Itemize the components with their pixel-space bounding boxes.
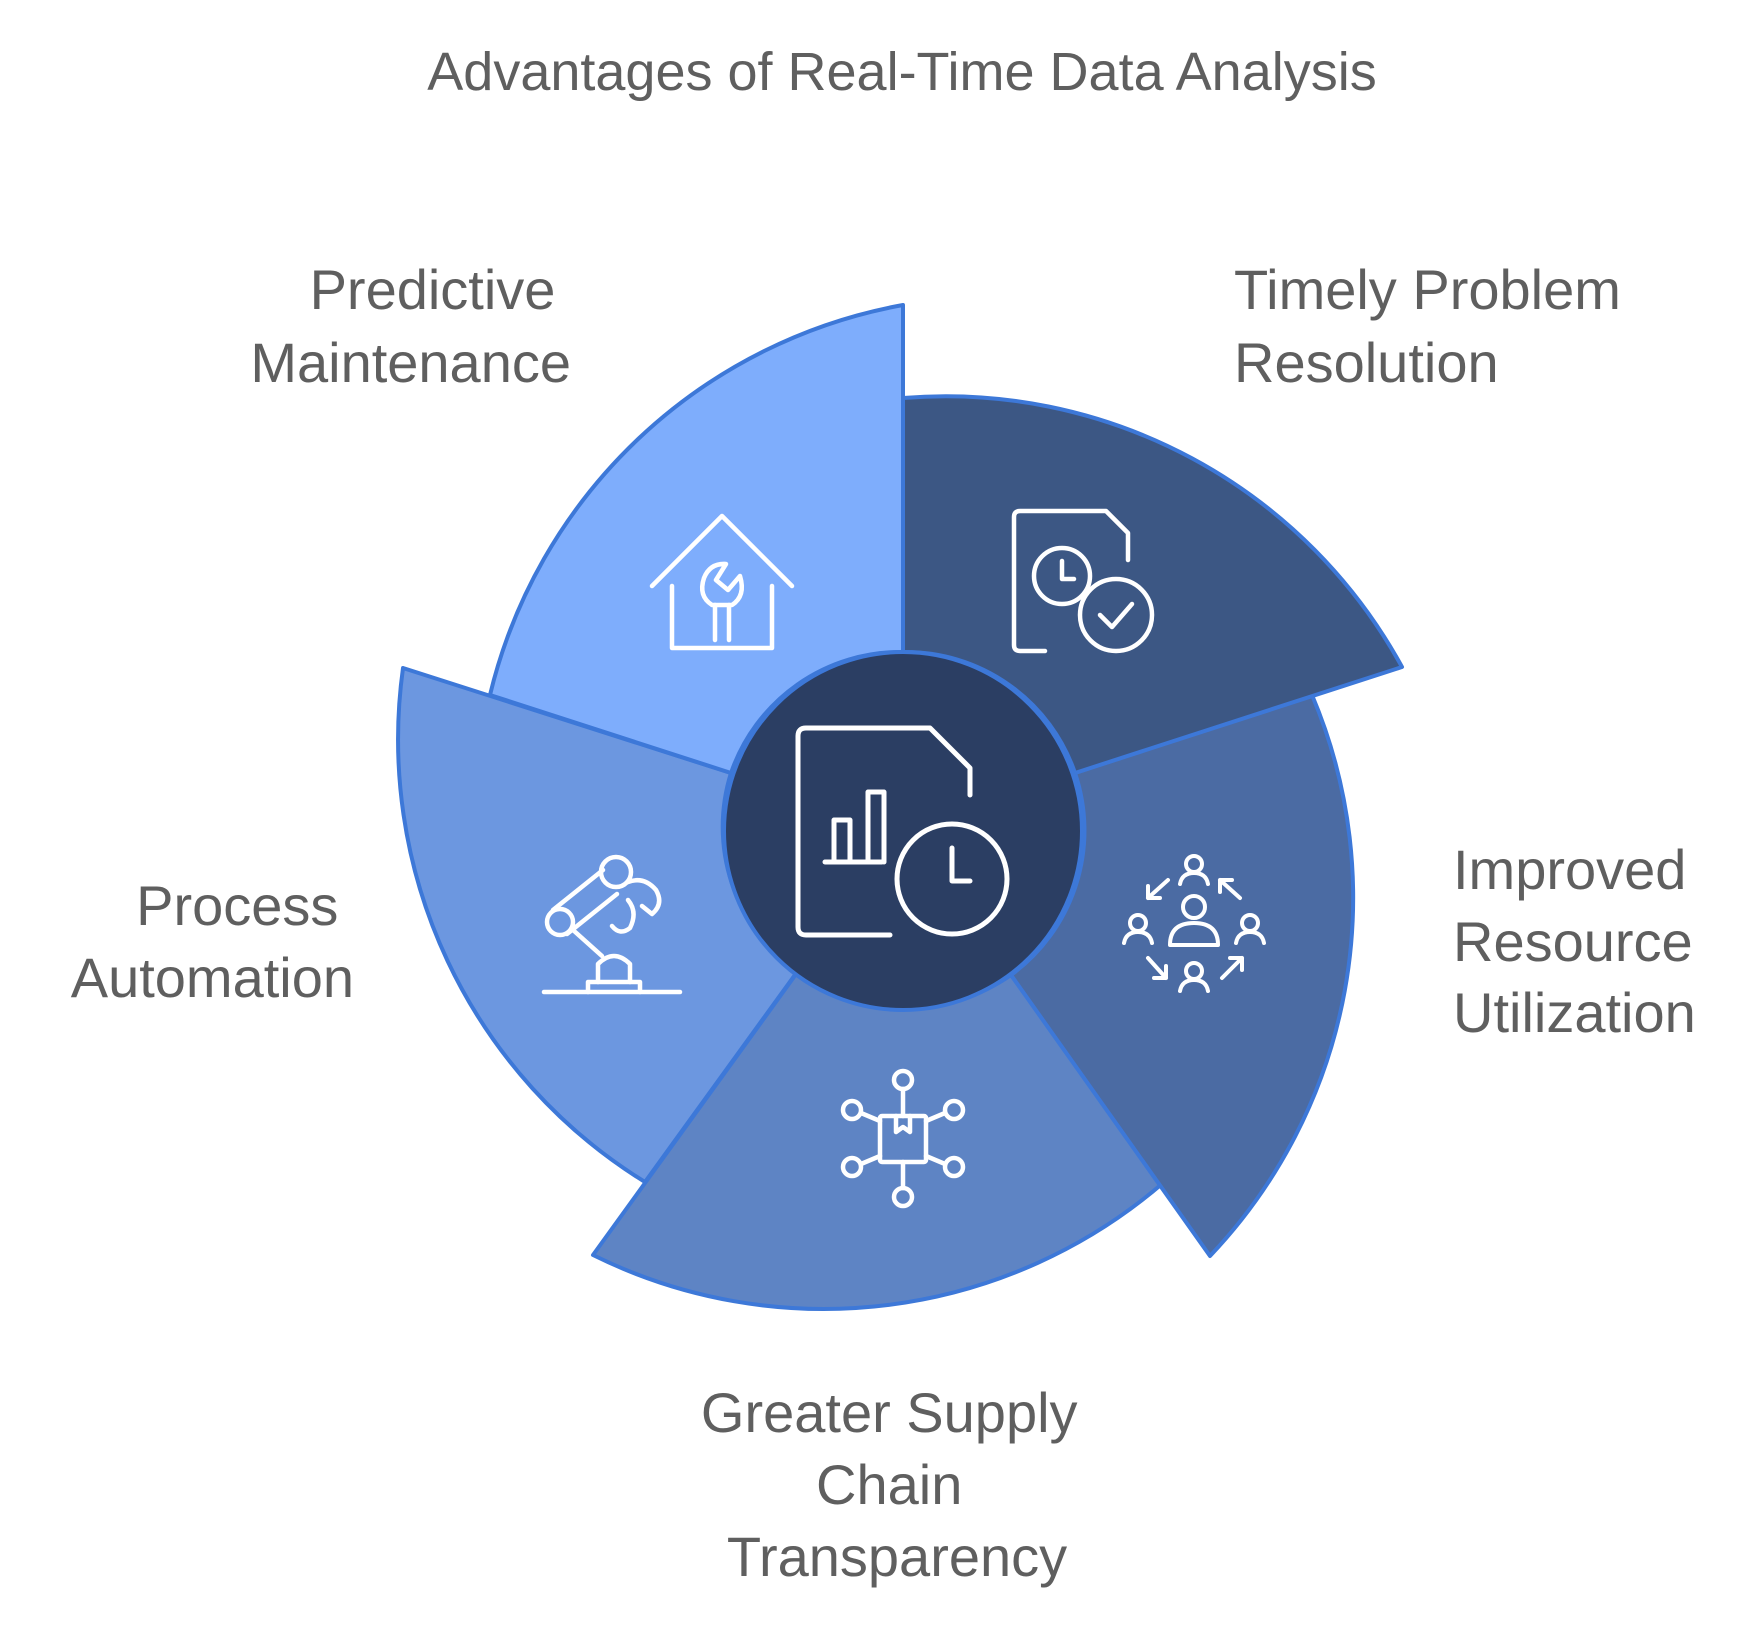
report-clock-icon xyxy=(795,725,1010,938)
label-improved-resource-utilization: Improved Resource Utilization xyxy=(1453,838,1708,1044)
house-wrench-icon xyxy=(649,513,795,651)
document-clock-check-icon xyxy=(1011,508,1155,654)
label-predictive-maintenance: Predictive Maintenance xyxy=(250,258,571,394)
diagram-title: Advantages of Real-Time Data Analysis xyxy=(427,42,1376,102)
label-process-automation: Process Automation xyxy=(71,874,354,1009)
label-greater-supply-chain-transparency: Greater Supply Chain Transparency xyxy=(701,1381,1093,1588)
box-network-icon xyxy=(840,1068,966,1209)
people-cycle-icon xyxy=(1122,854,1266,993)
robot-arm-icon xyxy=(541,854,683,995)
label-timely-problem-resolution: Timely Problem Resolution xyxy=(1234,258,1636,394)
center-circle xyxy=(722,650,1084,1012)
segment-improved-resource-utilization xyxy=(1009,693,1356,1258)
